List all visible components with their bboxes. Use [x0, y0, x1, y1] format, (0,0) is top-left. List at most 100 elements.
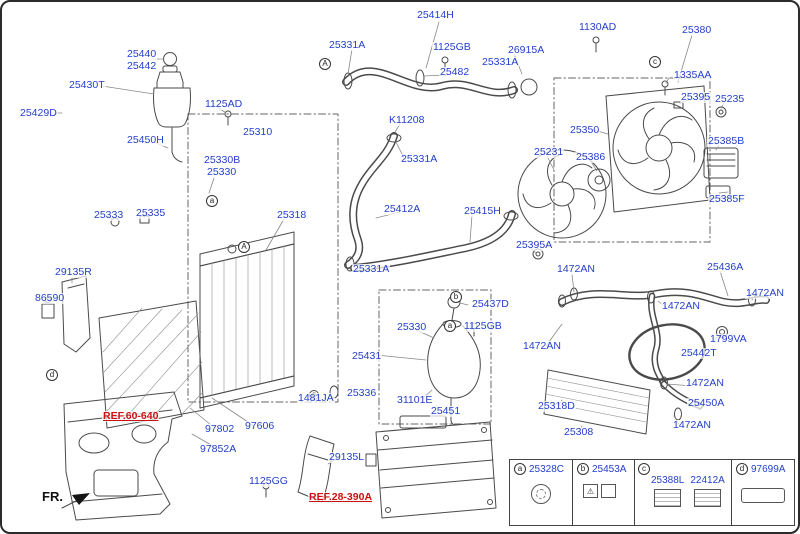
blank-label-icon [741, 488, 785, 503]
part-label[interactable]: 25453A [592, 463, 627, 475]
part-label[interactable]: 25451 [430, 405, 462, 417]
legend-cell-b: b 25453A ⚠ [572, 460, 634, 525]
part-label[interactable]: 25450H [126, 134, 165, 146]
part-label[interactable]: 1125GG [248, 475, 289, 487]
part-label[interactable]: 25415H [463, 205, 502, 217]
part-label[interactable]: 25336 [346, 387, 378, 399]
callout-a: a [444, 320, 456, 332]
part-label[interactable]: 1125GB [463, 320, 503, 332]
legend: a 25328C b 25453A ⚠ c 25388L 22412A [509, 459, 795, 526]
part-label[interactable]: 22412A [690, 475, 725, 486]
part-label[interactable]: 25330B [203, 154, 242, 166]
lower-hose-drawing [350, 210, 519, 272]
part-label[interactable]: 97802 [204, 423, 236, 435]
cap-label-icon [601, 484, 616, 498]
fr-arrow-icon [61, 493, 90, 509]
legend-cell-d: d 97699A [731, 460, 794, 525]
upper-hose-drawing [342, 67, 538, 99]
part-label[interactable]: 29135L [328, 451, 366, 463]
part-label[interactable]: 25331A [352, 263, 391, 275]
part-label[interactable]: 25318D [537, 400, 576, 412]
fr-label: FR. [42, 489, 63, 504]
part-label[interactable]: 25386 [575, 151, 607, 163]
callout-b: b [450, 291, 462, 303]
part-label[interactable]: 25442T [680, 347, 718, 359]
part-label[interactable]: 25380 [681, 24, 713, 36]
part-label[interactable]: 1481JA [297, 392, 335, 404]
caution-label-icon [654, 489, 682, 507]
part-label[interactable]: 25385B [707, 135, 746, 147]
part-label[interactable]: 1472AN [661, 300, 701, 312]
part-label[interactable]: 25450A [687, 397, 726, 409]
part-label[interactable]: 86590 [34, 292, 66, 304]
part-label[interactable]: 25440 [126, 48, 158, 60]
legend-cell-c: c 25388L 22412A [634, 460, 731, 525]
ref-link[interactable]: REF.28-390A [308, 491, 374, 503]
callout-d: d [46, 369, 58, 381]
part-label[interactable]: 25335 [135, 207, 167, 219]
callout-c: c [638, 463, 650, 475]
part-label[interactable]: 25333 [93, 209, 125, 221]
part-label[interactable]: 25388L [651, 475, 685, 486]
fan-motor-drawing [587, 168, 611, 192]
part-label[interactable]: 97852A [199, 443, 238, 455]
part-label[interactable]: 97606 [244, 420, 276, 432]
part-label[interactable]: K11208 [388, 114, 426, 126]
part-label[interactable]: 25430T [68, 79, 106, 91]
part-label[interactable]: 31101E [396, 394, 434, 406]
legend-cell-a: a 25328C [510, 460, 572, 525]
part-label[interactable]: 25395 [680, 91, 712, 103]
part-label[interactable]: 1125GB [432, 41, 472, 53]
callout-b: b [577, 463, 589, 475]
radiator-drawing [199, 231, 295, 409]
part-label[interactable]: 1130AD [578, 21, 618, 33]
part-label[interactable]: 25331A [481, 56, 520, 68]
ref-link[interactable]: REF.60-640 [102, 410, 160, 422]
part-label[interactable]: 1799VA [709, 333, 748, 345]
callout-c: c [649, 56, 661, 68]
part-label[interactable]: 25395A [515, 239, 554, 251]
radiator-cap-icon [531, 484, 551, 504]
part-label[interactable]: 25350 [569, 124, 601, 136]
inverter-unit-drawing [365, 415, 497, 519]
part-label[interactable]: 1472AN [745, 287, 785, 299]
right-hose-assembly-drawing [558, 287, 770, 421]
callout-a: a [206, 195, 218, 207]
part-label[interactable]: 25442 [126, 60, 158, 72]
part-label[interactable]: 1335AA [673, 69, 713, 81]
part-label[interactable]: 25431 [351, 350, 383, 362]
part-label[interactable]: 25331A [328, 39, 367, 51]
coolant-tank-drawing [153, 52, 191, 163]
part-label[interactable]: 25310 [242, 126, 274, 138]
part-label[interactable]: 25436A [706, 261, 745, 273]
construction-boxes [187, 77, 711, 425]
callout-A: A [238, 241, 250, 253]
part-label[interactable]: 25429D [19, 107, 58, 119]
part-label[interactable]: 25330 [206, 166, 238, 178]
part-label[interactable]: 25330 [396, 321, 428, 333]
drain-plug-icon: ⚠ [583, 484, 630, 498]
part-label[interactable]: 25318 [276, 209, 308, 221]
part-label[interactable]: 25231 [533, 146, 565, 158]
part-label[interactable]: 25412A [383, 203, 422, 215]
part-label[interactable]: 1472AN [685, 377, 725, 389]
warning-label-icon: ⚠ [583, 484, 598, 498]
part-label[interactable]: 1125AD [204, 98, 244, 110]
part-label[interactable]: 25482 [439, 66, 471, 78]
part-label[interactable]: 25414H [416, 9, 455, 21]
part-label[interactable]: 1472AN [556, 263, 596, 275]
part-label[interactable]: 25328C [529, 463, 565, 475]
part-label[interactable]: 25331A [400, 153, 439, 165]
part-label[interactable]: 29135R [54, 266, 93, 278]
part-label[interactable]: 25235 [714, 93, 746, 105]
part-label[interactable]: 25437D [471, 298, 510, 310]
part-label[interactable]: 1472AN [672, 419, 712, 431]
part-label[interactable]: 97699A [751, 463, 786, 475]
callout-a: a [514, 463, 526, 475]
part-label[interactable]: 26915A [507, 44, 546, 56]
part-label[interactable]: 25385F [708, 193, 746, 205]
part-label[interactable]: 25308 [563, 426, 595, 438]
part-label[interactable]: 1472AN [522, 340, 562, 352]
